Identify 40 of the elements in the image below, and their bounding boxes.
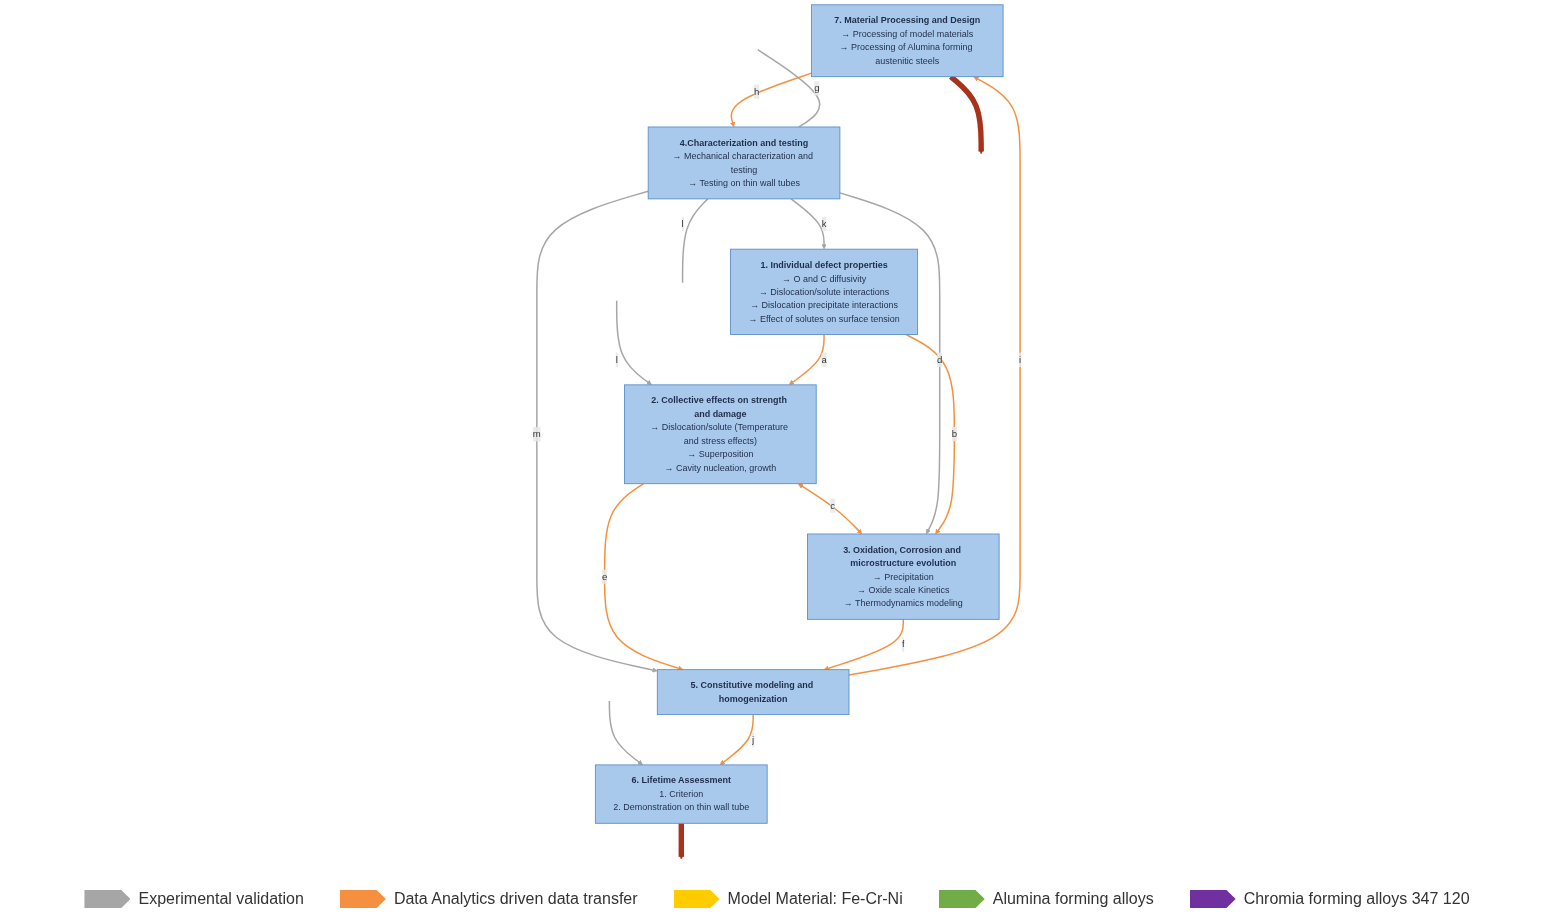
edge-label: c xyxy=(830,500,835,511)
edge-label: l xyxy=(615,354,618,365)
process-box: 1. Individual defect properties → O and C diffusivity → Dislocation/solute interactions → Dislocation precipitate interactions → Effect of solutes on surface tension xyxy=(730,248,919,335)
process-box: 3. Oxidation, Corrosion and microstructure evolution → Precipitation → Oxide scale Kinetics → Thermodynamics modeling xyxy=(807,533,1000,620)
arrow xyxy=(603,482,684,671)
edge-label: b xyxy=(951,428,958,440)
arrow xyxy=(719,713,754,766)
arrow xyxy=(823,618,905,671)
edge-label: i xyxy=(1019,354,1022,365)
edge-label: j xyxy=(752,734,755,745)
arrow xyxy=(905,333,956,535)
process-box: 5. Constitutive modeling and homogenization xyxy=(656,669,850,716)
legend-label: Experimental validation xyxy=(138,890,304,908)
arrow xyxy=(536,190,658,673)
arrow xyxy=(608,700,643,766)
edge-label: m xyxy=(532,428,541,440)
edge-label: f xyxy=(901,639,905,650)
legend-label: Chromia forming alloys 347 120 xyxy=(1243,890,1470,908)
arrow xyxy=(798,483,863,535)
arrow xyxy=(678,823,684,860)
arrow xyxy=(848,76,1021,676)
process-box: 6. Lifetime Assessment 1. Criterion 2. Demonstration on thin wall tube xyxy=(594,764,768,824)
arrow xyxy=(730,72,813,128)
edge-label: l xyxy=(681,218,684,229)
edge-label: k xyxy=(821,218,827,229)
edge-label: d xyxy=(937,354,943,365)
edge-label: h xyxy=(754,86,760,97)
edge-label: g xyxy=(814,82,820,94)
legend-label: Model Material: Fe-Cr-Ni xyxy=(727,890,903,908)
process-box: 2. Collective effects on strength and damage → Dislocation/solute (Temperature and stress effects) → Superposition → Cavity nucleation, growth xyxy=(624,384,817,485)
edge-label: a xyxy=(821,354,827,365)
arrow xyxy=(615,300,652,386)
process-box: 7. Material Processing and Design → Processing of model materials → Processing of Alumina forming austenitic steels xyxy=(810,4,1004,78)
legend-label: Alumina forming alloys xyxy=(992,890,1154,908)
edge-label: e xyxy=(601,571,608,582)
arrow xyxy=(839,192,941,535)
process-box: 4.Characterization and testing → Mechanical characterization and testing → Testing on thin wall tubes xyxy=(647,126,841,200)
arrow xyxy=(788,333,825,386)
legend-label: Data Analytics driven data transfer xyxy=(393,890,638,908)
arrow xyxy=(790,198,827,250)
